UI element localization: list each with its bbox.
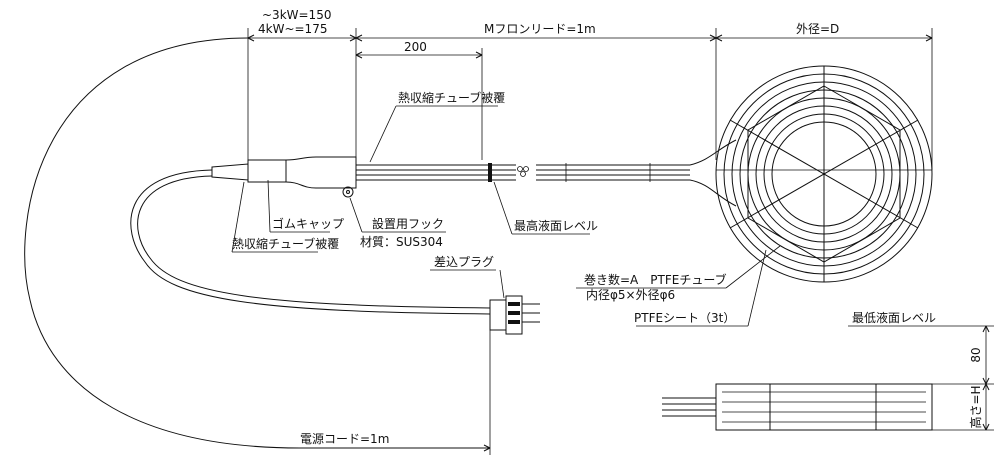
- heat-shrink-bottom-label: 熱収縮チューブ被覆: [232, 236, 339, 251]
- dim-power-low: ~3kW=150: [262, 8, 331, 22]
- min-level-label: 最低液面レベル: [852, 310, 936, 325]
- level-dimensions: [848, 325, 994, 431]
- power-cord-label: 電源コード=1m: [300, 432, 389, 446]
- turns-label: 巻き数=A PTFEチューブ: [584, 272, 727, 287]
- tube-dims-label: 内径φ5×外径φ6: [586, 288, 675, 302]
- dim-power-high: 4kW~=175: [258, 22, 327, 36]
- dim-80: 80: [969, 347, 983, 362]
- mount-hook-label: 設置用フック: [372, 216, 444, 231]
- power-cord: [24, 37, 491, 455]
- dim-outer-diameter: 外径=D: [796, 22, 839, 36]
- break-symbol: [517, 166, 529, 177]
- dimension-lines: [247, 28, 933, 170]
- height-label: 高さ=H: [968, 385, 983, 428]
- plug: [489, 295, 540, 335]
- max-level-label: 最高液面レベル: [514, 218, 598, 233]
- dim-lead-length: Mフロンリード=1m: [484, 22, 596, 36]
- heater-body: [211, 139, 737, 207]
- plug-label: 差込プラグ: [434, 255, 494, 269]
- ptfe-sheet-label: PTFEシート（3t）: [634, 311, 735, 325]
- rubber-cap-label: ゴムキャップ: [272, 216, 344, 231]
- leader-lines: [231, 105, 781, 327]
- heat-shrink-top-label: 熱収縮チューブ被覆: [398, 90, 505, 105]
- ptfe-coil: [715, 65, 933, 283]
- side-view: [662, 383, 933, 431]
- dim-200: 200: [404, 40, 427, 54]
- material-label: 材質：SUS304: [360, 234, 443, 249]
